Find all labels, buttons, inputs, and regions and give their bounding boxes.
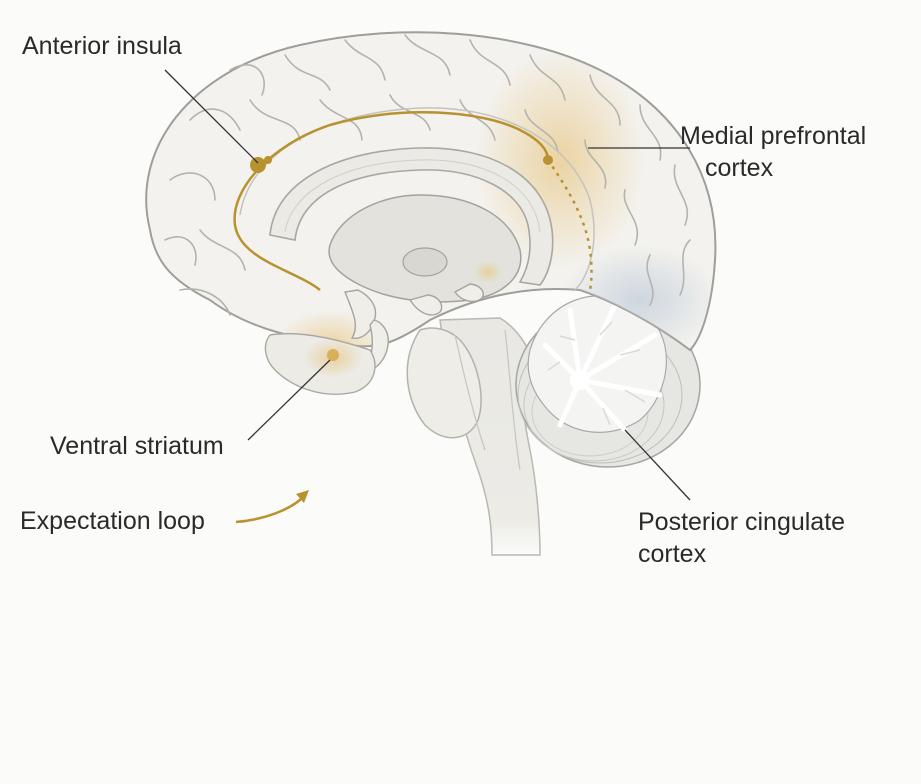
ventral-striatum-leader	[247, 359, 331, 441]
medial-prefrontal-node	[543, 155, 553, 165]
posterior-cingulate-label-line1: Posterior cingulate	[638, 508, 846, 536]
anterior-insula-node	[250, 157, 266, 173]
posterior-cingulate-label: Posterior cingulate cortex	[638, 506, 845, 570]
ventral-striatum-label: Ventral striatum	[50, 432, 224, 460]
expectation-loop-path	[233, 111, 593, 361]
medial-prefrontal-label-line2: cortex	[705, 154, 774, 182]
expectation-loop-label: Expectation loop	[20, 507, 205, 535]
ventral-striatum-node	[327, 349, 339, 361]
posterior-cingulate-label-line2: cortex	[638, 540, 707, 568]
corpus-callosum	[269, 147, 554, 286]
posterior-cingulate-leader	[624, 429, 691, 501]
anterior-insula-label: Anterior insula	[22, 32, 182, 60]
leader-lines	[164, 69, 691, 501]
cerebellum	[515, 295, 701, 468]
medial-prefrontal-label-line1: Medial prefrontal	[680, 122, 867, 150]
brainstem	[406, 317, 541, 556]
medial-prefrontal-label: Medial prefrontal cortex	[680, 120, 866, 184]
expectation-loop-arrow	[235, 490, 309, 524]
basal-structures	[344, 283, 484, 373]
anterior-insula-leader	[164, 69, 259, 164]
cerebrum	[145, 31, 717, 395]
